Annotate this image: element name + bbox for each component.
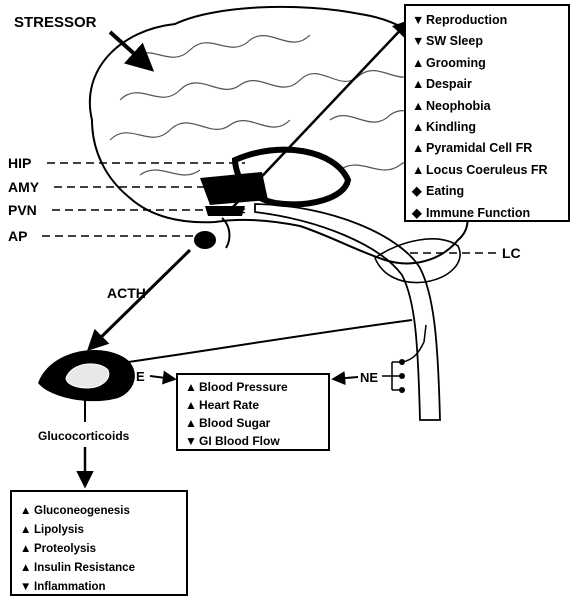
autonomic-effect-item: ▲Blood Pressure [185, 378, 328, 396]
down-triangle-icon: ▼ [20, 578, 34, 597]
pvn-label: PVN [8, 202, 37, 218]
up-triangle-icon: ▲ [185, 378, 199, 396]
glucocorticoid-effect-item-text: Proteolysis [34, 543, 96, 555]
amy-label: AMY [8, 179, 40, 195]
down-triangle-icon: ▼ [412, 10, 426, 31]
up-triangle-icon: ▲ [412, 117, 426, 138]
crf-label: CRF [223, 207, 246, 219]
e-arrow [150, 376, 174, 379]
up-triangle-icon: ▲ [412, 96, 426, 117]
glucocorticoid-effect-item-text: Lipolysis [34, 524, 84, 536]
central-effect-item: ▲Grooming [412, 53, 568, 74]
central-effect-item-text: Despair [426, 77, 472, 91]
up-triangle-icon: ▲ [20, 521, 34, 540]
up-triangle-icon: ▲ [20, 559, 34, 578]
central-effect-item-text: Kindling [426, 120, 476, 134]
central-effects-list: ▼Reproduction▼SW Sleep▲Grooming▲Despair▲… [412, 10, 568, 224]
autonomic-effect-item: ▲Blood Sugar [185, 414, 328, 432]
glucocorticoid-effect-item: ▲Proteolysis [20, 540, 186, 559]
glucocorticoid-effects-list: ▲Gluconeogenesis▲Lipolysis▲Proteolysis▲I… [20, 502, 186, 597]
hip-label: HIP [8, 155, 31, 171]
central-effect-item-text: Reproduction [426, 13, 507, 27]
central-effect-item-text: Neophobia [426, 99, 491, 113]
glucocorticoid-effect-item-text: Insulin Resistance [34, 562, 135, 574]
diamond-icon: ◆ [412, 203, 426, 224]
central-effect-item-text: Immune Function [426, 206, 530, 220]
central-effect-item: ▼Reproduction [412, 10, 568, 31]
glucocorticoid-effect-item-text: Gluconeogenesis [34, 505, 130, 517]
up-triangle-icon: ▲ [412, 53, 426, 74]
central-effects-box: ▼Reproduction▼SW Sleep▲Grooming▲Despair▲… [404, 4, 570, 222]
central-effect-item-text: SW Sleep [426, 34, 483, 48]
central-effect-item: ▲Pyramidal Cell FR [412, 138, 568, 159]
glucocorticoid-effect-item: ▲Gluconeogenesis [20, 502, 186, 521]
autonomic-effect-item-text: Blood Sugar [199, 416, 270, 430]
central-effect-item-text: Eating [426, 184, 464, 198]
autonomic-effects-box: ▲Blood Pressure▲Heart Rate▲Blood Sugar▼G… [176, 373, 330, 451]
lc-label: LC [502, 245, 521, 261]
autonomic-effect-item: ▲Heart Rate [185, 396, 328, 414]
autonomic-effect-item-text: Blood Pressure [199, 380, 288, 394]
down-triangle-icon: ▼ [185, 432, 199, 450]
e-label: E [136, 369, 145, 384]
down-triangle-icon: ▼ [412, 31, 426, 52]
up-triangle-icon: ▲ [20, 540, 34, 559]
central-effect-item-text: Locus Coeruleus FR [426, 163, 548, 177]
central-effect-item: ▲Neophobia [412, 96, 568, 117]
diamond-icon: ◆ [412, 181, 426, 202]
amygdala-mass [200, 172, 268, 205]
up-triangle-icon: ▲ [20, 502, 34, 521]
up-triangle-icon: ▲ [412, 138, 426, 159]
glucocorticoid-effects-box: ▲Gluconeogenesis▲Lipolysis▲Proteolysis▲I… [10, 490, 188, 596]
autonomic-effect-item-text: Heart Rate [199, 398, 259, 412]
central-effect-item: ▲Kindling [412, 117, 568, 138]
central-effect-item-text: Grooming [426, 56, 486, 70]
up-triangle-icon: ▲ [185, 396, 199, 414]
pituitary [194, 231, 216, 249]
autonomic-effect-item-text: GI Blood Flow [199, 434, 280, 448]
central-effect-item: ◆Immune Function [412, 203, 568, 224]
glucocorticoids-label: Glucocorticoids [38, 429, 130, 443]
central-effect-item: ▲Despair [412, 74, 568, 95]
up-triangle-icon: ▲ [185, 414, 199, 432]
glucocorticoid-effect-item-text: Inflammation [34, 581, 106, 593]
pituitary-stalk [222, 218, 229, 248]
stressor-label: STRESSOR [14, 14, 97, 31]
ap-label: AP [8, 228, 27, 244]
glucocorticoid-effect-item: ▼Inflammation [20, 578, 186, 597]
autonomic-effect-item: ▼GI Blood Flow [185, 432, 328, 450]
central-effect-item: ▼SW Sleep [412, 31, 568, 52]
sympathetic-to-adrenal-line [128, 320, 412, 362]
central-effect-item: ◆Eating [412, 181, 568, 202]
glucocorticoid-effect-item: ▲Lipolysis [20, 521, 186, 540]
up-triangle-icon: ▲ [412, 74, 426, 95]
acth-label: ACTH [107, 285, 146, 301]
autonomic-effects-list: ▲Blood Pressure▲Heart Rate▲Blood Sugar▼G… [185, 378, 328, 450]
glucocorticoid-effect-item: ▲Insulin Resistance [20, 559, 186, 578]
crf-to-effects-arrow [232, 22, 408, 208]
central-effect-item: ▲Locus Coeruleus FR [412, 160, 568, 181]
ne-label: NE [360, 370, 378, 385]
ne-arrow [334, 377, 358, 379]
up-triangle-icon: ▲ [412, 160, 426, 181]
central-effect-item-text: Pyramidal Cell FR [426, 141, 532, 155]
